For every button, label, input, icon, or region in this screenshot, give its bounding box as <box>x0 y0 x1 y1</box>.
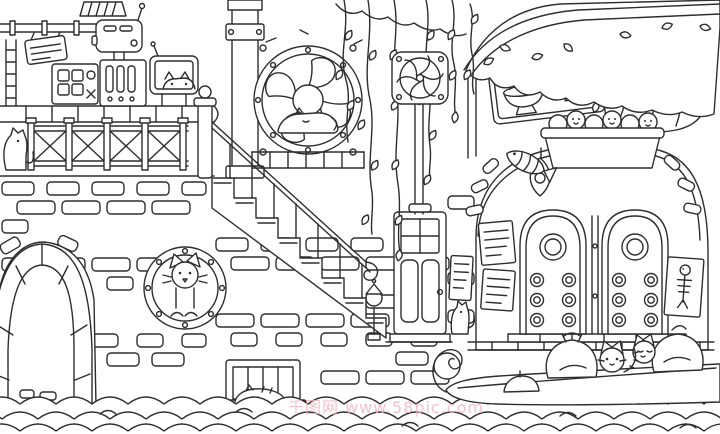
ventilation-fan <box>391 51 449 215</box>
wall-texture <box>265 29 363 45</box>
stair-railing <box>193 85 379 299</box>
square-column <box>225 0 265 179</box>
hanging-fish <box>506 150 558 184</box>
boat-cats <box>597 333 656 373</box>
porthole-cat <box>143 246 227 330</box>
panel-door <box>385 211 453 343</box>
doorstep-cat <box>450 300 476 335</box>
arched-doors <box>519 209 669 335</box>
wall-lamp <box>365 278 383 341</box>
leafy-awning <box>463 0 720 118</box>
cat-monitor <box>149 41 199 107</box>
cargo-sacks <box>503 325 704 393</box>
ivy-vines <box>333 0 481 263</box>
staircase <box>211 177 387 339</box>
watermark-text: 千图网 www.58pic.com <box>288 398 484 417</box>
window-sill <box>251 151 365 169</box>
hanging-sign <box>24 35 68 65</box>
water-waves-front <box>0 411 720 434</box>
control-panels <box>51 59 147 107</box>
rooftop-contraption <box>0 1 199 107</box>
wheel-window <box>251 44 365 169</box>
arched-tunnel <box>0 234 97 407</box>
window-sleeping-cat <box>277 107 339 134</box>
wave-accents <box>99 407 697 429</box>
menu-posters <box>448 220 517 312</box>
service-ladder <box>5 39 17 107</box>
gondola <box>432 325 720 406</box>
cross-brace-fence <box>25 117 189 171</box>
bun-tray <box>540 99 665 169</box>
sitting-cat <box>3 127 35 171</box>
fishbone-poster <box>663 256 705 318</box>
sign-pole <box>467 65 477 159</box>
